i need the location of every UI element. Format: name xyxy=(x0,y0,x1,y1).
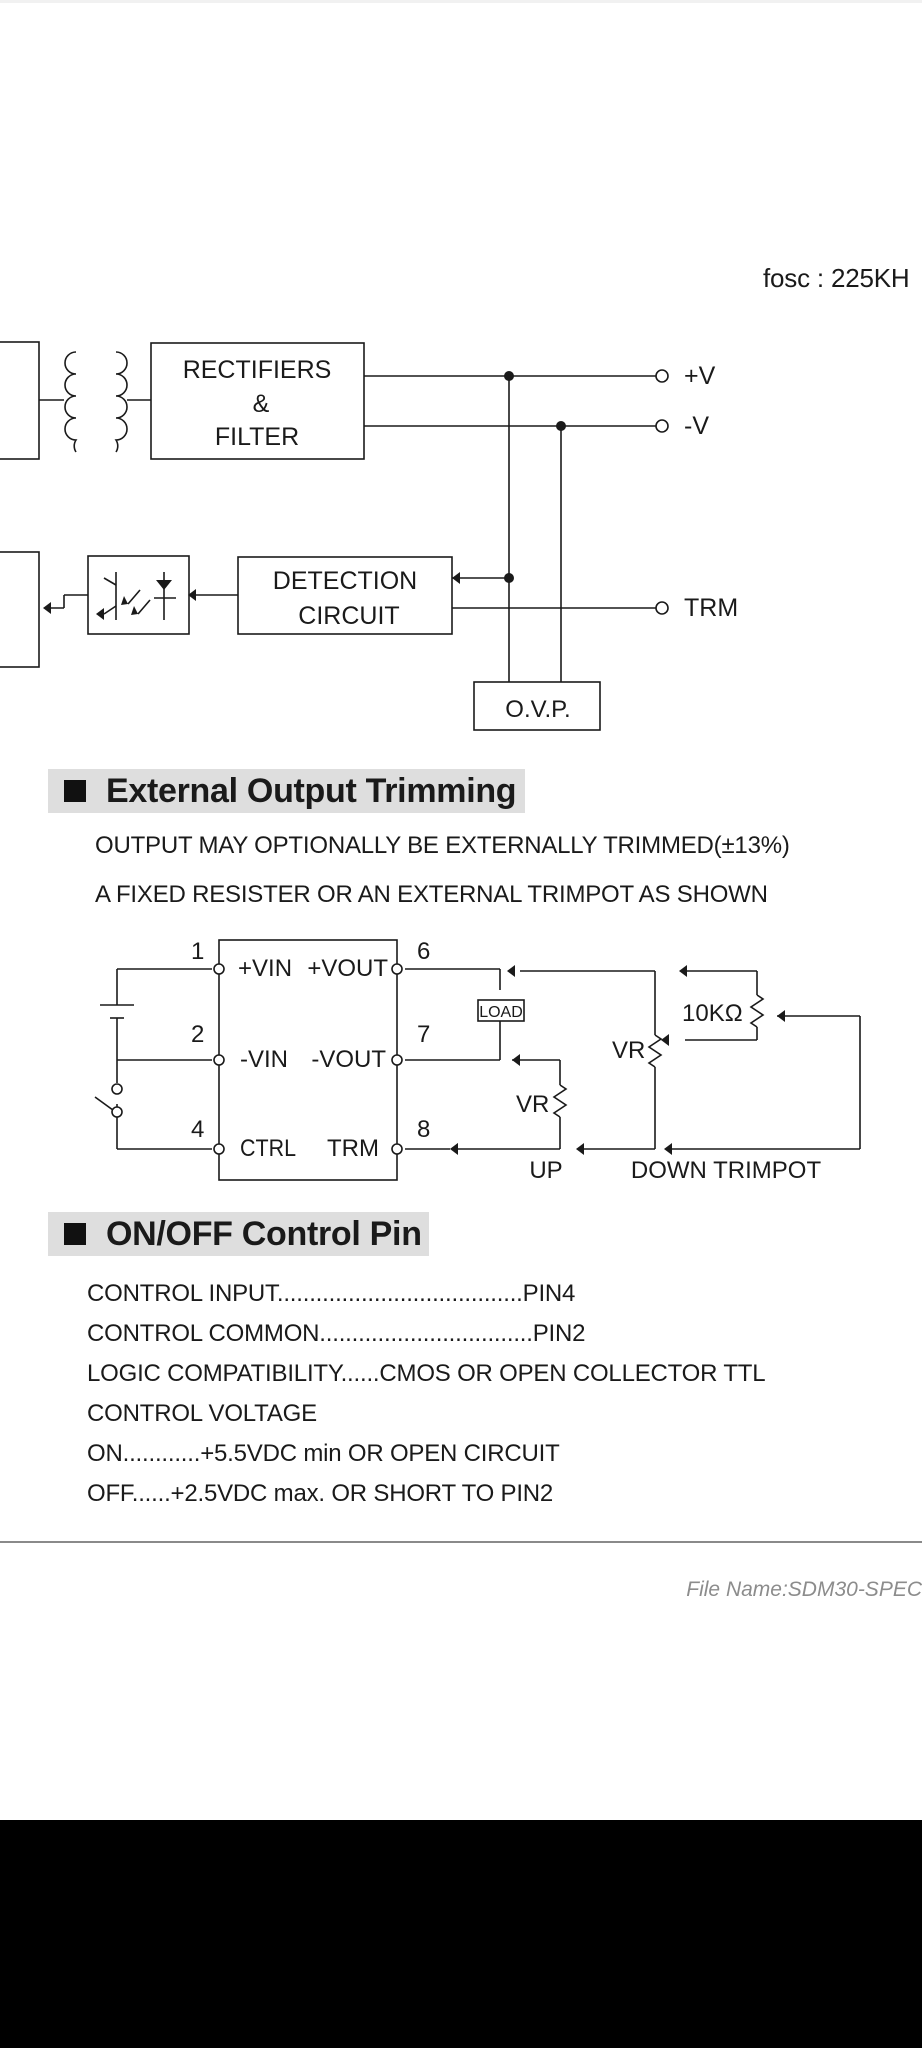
section-header-trimming: External Output Trimming xyxy=(48,769,525,813)
pin-4-label: 4 xyxy=(191,1116,204,1143)
ctrl-label: CTRL xyxy=(240,1135,296,1162)
vr-resistor-up xyxy=(552,1084,568,1118)
load-label: LOAD xyxy=(479,1004,523,1021)
section-title: ON/OFF Control Pin xyxy=(106,1214,422,1253)
pin-6-label: 6 xyxy=(417,938,430,965)
logic-compatibility-line: LOGIC COMPATIBILITY......CMOS OR OPEN CO… xyxy=(87,1360,766,1387)
section-header-onoff: ON/OFF Control Pin xyxy=(48,1212,429,1256)
vout-pos-label: +VOUT xyxy=(307,955,388,982)
control-voltage-line: CONTROL VOLTAGE xyxy=(87,1400,317,1427)
pwm-controller-box xyxy=(0,551,40,668)
terminal-trm xyxy=(655,601,669,615)
vr-up-label: VR xyxy=(516,1091,549,1118)
terminal-negative xyxy=(655,419,669,433)
optocoupler-box xyxy=(87,555,190,635)
junction-dot xyxy=(504,371,514,381)
up-label: UP xyxy=(529,1157,562,1184)
ovp-box xyxy=(473,681,601,731)
control-common-line: CONTROL COMMON..........................… xyxy=(87,1320,586,1347)
load-box xyxy=(477,999,525,1022)
rectifiers-filter-box xyxy=(150,342,365,460)
junction-dot xyxy=(504,573,514,583)
negative-output-label: -V xyxy=(684,412,709,440)
control-input-line: CONTROL INPUT...........................… xyxy=(87,1280,576,1307)
trim-text-line-1: OUTPUT MAY OPTIONALLY BE EXTERNALLY TRIM… xyxy=(95,832,790,859)
vin-pos-label: +VIN xyxy=(238,955,292,982)
detection-label: DETECTION xyxy=(273,567,417,595)
down-trimpot-label: DOWN TRIMPOT xyxy=(631,1157,822,1184)
rectifiers-label: RECTIFIERS xyxy=(183,356,332,384)
trim-circuit-diagram: 1 2 4 6 7 8 +VIN +VOUT -VIN -VOUT CTRL T… xyxy=(94,938,861,1184)
off-voltage-line: OFF......+2.5VDC max. OR SHORT TO PIN2 xyxy=(87,1480,554,1507)
input-stage-box xyxy=(0,341,40,460)
block-diagram: RECTIFIERS & FILTER DETECTION CIRCUIT O.… xyxy=(0,341,738,731)
positive-output-label: +V xyxy=(684,362,716,390)
section-title: External Output Trimming xyxy=(106,771,517,810)
pin-2-label: 2 xyxy=(191,1021,204,1048)
vr-resistor-down xyxy=(647,1034,663,1068)
trim-text-line-2: A FIXED RESISTER OR AN EXTERNAL TRIMPOT … xyxy=(95,881,768,908)
pin-1-label: 1 xyxy=(191,938,204,965)
fosc-label: fosc : 225KH xyxy=(763,263,910,293)
transformer-icon xyxy=(39,351,151,453)
datasheet-page: fosc : 225KH xyxy=(0,0,922,1601)
ovp-label: O.V.P. xyxy=(505,696,570,723)
rectifiers-amp-label: & xyxy=(253,390,270,418)
pin-7-label: 7 xyxy=(417,1021,430,1048)
filter-label: FILTER xyxy=(215,423,299,451)
vr-down-label: VR xyxy=(612,1037,645,1064)
switch-contact xyxy=(111,1106,123,1118)
file-name-label: File Name:SDM30-SPEC xyxy=(686,1578,922,1601)
trm-output-label: TRM xyxy=(684,594,738,622)
trimpot-value-label: 10KΩ xyxy=(682,1000,743,1027)
trm-pin-label: TRM xyxy=(327,1135,379,1162)
bottom-black-bar xyxy=(0,1820,922,2048)
switch-contact xyxy=(111,1083,123,1095)
bullet-square-icon xyxy=(64,780,86,802)
on-voltage-line: ON............+5.5VDC min OR OPEN CIRCUI… xyxy=(87,1440,560,1467)
footer-divider xyxy=(0,1541,922,1543)
pin-8-label: 8 xyxy=(417,1116,430,1143)
junction-dot xyxy=(556,421,566,431)
top-divider xyxy=(0,0,922,3)
vin-neg-label: -VIN xyxy=(240,1046,288,1073)
terminal-positive xyxy=(655,369,669,383)
trimpot-resistor xyxy=(749,994,765,1028)
optocoupler-icon xyxy=(103,572,176,620)
circuit-label: CIRCUIT xyxy=(298,602,399,630)
bullet-square-icon xyxy=(64,1223,86,1245)
vout-neg-label: -VOUT xyxy=(311,1046,386,1073)
